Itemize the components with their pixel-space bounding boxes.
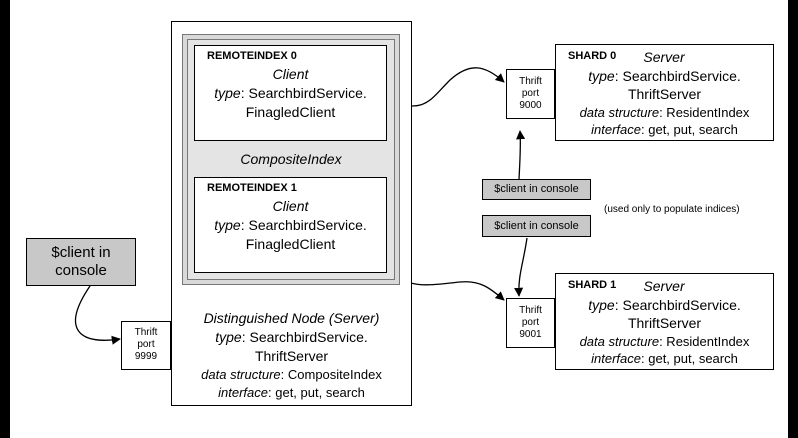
remote-index-0: REMOTEINDEX 0 Client type: SearchbirdSer… bbox=[194, 45, 387, 141]
remote-index-0-role: Client bbox=[272, 66, 309, 82]
shard-0-role: Server bbox=[643, 49, 685, 65]
data-structure-key: data structure bbox=[579, 105, 660, 120]
note-populate-indices: (used only to populate indices) bbox=[604, 204, 740, 215]
type-value: : SearchbirdService. bbox=[614, 297, 741, 313]
remote-index-1-title: REMOTEINDEX 1 bbox=[207, 182, 297, 194]
type-key: type bbox=[214, 217, 241, 233]
port-9001-line1: Thrift bbox=[519, 305, 542, 316]
type-value-line2: ThriftServer bbox=[254, 348, 329, 364]
data-structure-value: : ResidentIndex bbox=[659, 105, 750, 120]
port-9000-line3: 9000 bbox=[519, 100, 542, 111]
remote-index-1: REMOTEINDEX 1 Client type: SearchbirdSer… bbox=[194, 177, 387, 273]
client-console-main-line1: $client in bbox=[51, 244, 111, 261]
composite-index-label: CompositeIndex bbox=[240, 151, 342, 167]
type-value-line2: ThriftServer bbox=[627, 86, 702, 102]
shard-1-role: Server bbox=[643, 278, 685, 294]
type-key: type bbox=[588, 68, 615, 84]
edge-console-to-port9999 bbox=[75, 285, 121, 345]
client-console-bottom: $client in console bbox=[482, 215, 591, 237]
client-console-top-label: $client in console bbox=[494, 183, 579, 195]
distinguished-node-title: Distinguished Node (Server) bbox=[203, 310, 380, 326]
type-value-line2: FinagledClient bbox=[245, 236, 336, 252]
edge-console-to-port9001 bbox=[514, 237, 528, 297]
interface-key: interface bbox=[591, 122, 642, 137]
data-structure-value: : CompositeIndex bbox=[280, 367, 382, 382]
data-structure-key: data structure bbox=[201, 367, 281, 382]
type-key: type bbox=[214, 85, 241, 101]
type-value: : SearchbirdService. bbox=[241, 329, 368, 345]
port-9999-line2: port bbox=[137, 339, 155, 350]
thrift-port-9001: Thrift port 9001 bbox=[506, 298, 555, 348]
type-key: type bbox=[588, 297, 615, 313]
interface-key: interface bbox=[218, 385, 269, 400]
type-key: type bbox=[215, 329, 242, 345]
type-value-line2: FinagledClient bbox=[245, 104, 336, 120]
type-value: : SearchbirdService. bbox=[240, 217, 367, 233]
client-console-main-line2: console bbox=[55, 262, 107, 279]
data-structure-key: data structure bbox=[579, 334, 660, 349]
remote-index-1-role: Client bbox=[272, 198, 309, 214]
type-value-line2: ThriftServer bbox=[627, 315, 702, 331]
port-9999-line1: Thrift bbox=[134, 327, 158, 338]
interface-value: : get, put, search bbox=[641, 351, 738, 366]
shard-0-title: SHARD 0 bbox=[568, 50, 617, 62]
data-structure-value: : ResidentIndex bbox=[659, 334, 750, 349]
port-9000-line2: port bbox=[521, 88, 540, 99]
client-console-bottom-label: $client in console bbox=[494, 220, 579, 232]
interface-key: interface bbox=[591, 351, 642, 366]
port-9999-line3: 9999 bbox=[134, 351, 158, 362]
client-console-top: $client in console bbox=[482, 179, 591, 200]
interface-value: : get, put, search bbox=[641, 122, 738, 137]
type-value: : SearchbirdService. bbox=[614, 68, 741, 84]
thrift-port-9000: Thrift port 9000 bbox=[506, 69, 555, 119]
remote-index-0-title: REMOTEINDEX 0 bbox=[207, 50, 297, 62]
type-value: : SearchbirdService. bbox=[240, 85, 367, 101]
shard-0: SHARD 0 Server type: SearchbirdService. … bbox=[555, 44, 774, 141]
client-console-main: $client in console bbox=[26, 238, 136, 286]
port-9000-line1: Thrift bbox=[519, 76, 542, 87]
shard-1: SHARD 1 Server type: SearchbirdService. … bbox=[555, 273, 774, 370]
port-9001-line2: port bbox=[521, 317, 540, 328]
port-9001-line3: 9001 bbox=[519, 329, 542, 340]
edge-console-to-port9000 bbox=[516, 130, 526, 180]
interface-value: : get, put, search bbox=[268, 385, 365, 400]
thrift-port-9999: Thrift port 9999 bbox=[121, 321, 171, 370]
diagram-canvas: Distinguished Node (Server) type: Search… bbox=[10, 0, 788, 438]
shard-1-title: SHARD 1 bbox=[568, 279, 617, 291]
